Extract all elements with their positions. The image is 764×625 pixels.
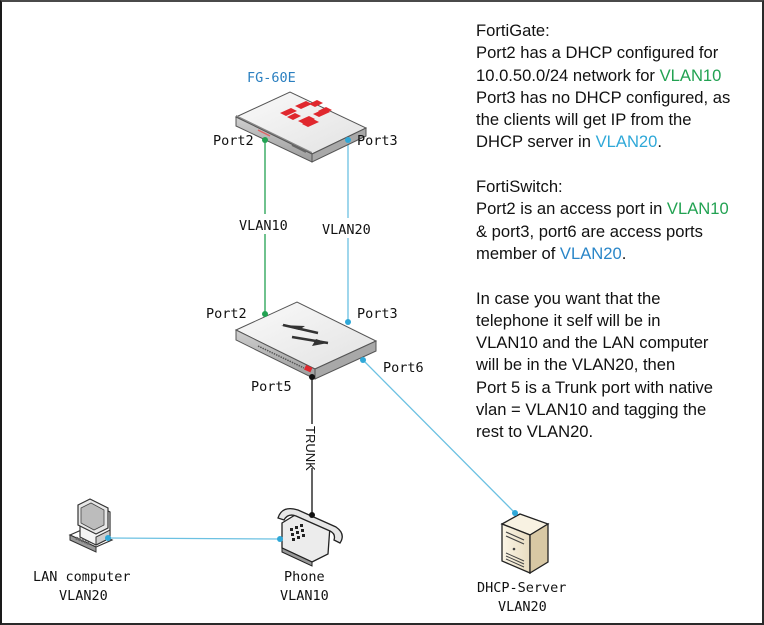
switch-port3-label: Port3: [357, 306, 398, 322]
link-vlan20-switch-dhcp: [362, 359, 516, 514]
phone-name: Phone: [284, 569, 325, 585]
lan-computer-device[interactable]: LAN computer VLAN20: [33, 498, 131, 604]
note-line: telephone it self will be in: [476, 310, 661, 330]
dhcp-server-port-dot[interactable]: [512, 510, 518, 516]
dhcp-server-vlan: VLAN20: [498, 599, 547, 615]
lan-computer-name: LAN computer: [33, 569, 131, 585]
link-vlan10-label: VLAN10: [239, 218, 288, 234]
switch-icon: [234, 301, 378, 380]
note-line: & port3, port6 are access ports: [476, 221, 703, 241]
fortigate-name-label: FG-60E: [247, 70, 296, 86]
configuration-notes: FortiGate: Port2 has a DHCP configured f…: [476, 20, 761, 466]
fortigate-port3-label: Port3: [357, 133, 398, 149]
note-line: Port3 has no DHCP configured, as: [476, 87, 731, 107]
desk-phone-icon: [277, 507, 343, 567]
note-text: member of: [476, 243, 560, 263]
tower-server-icon: [500, 513, 550, 575]
switch-port2-dot[interactable]: [262, 311, 268, 317]
fortigate-notes: FortiGate: Port2 has a DHCP configured f…: [476, 20, 761, 154]
lan-computer-port-dot[interactable]: [105, 535, 111, 541]
note-text: Port2 is an access port in: [476, 199, 667, 219]
switch-port6-label: Port6: [383, 360, 424, 376]
fortigate-port2-label: Port2: [213, 133, 254, 149]
note-line: will be in the VLAN20, then: [476, 355, 676, 375]
switch-port3-dot[interactable]: [345, 319, 351, 325]
note-line: rest to VLAN20.: [476, 422, 594, 442]
phone-trunk-dot[interactable]: [309, 512, 315, 518]
note-line: Port 5 is a Trunk port with native: [476, 377, 714, 397]
note-line: Port2 is an access port in VLAN10: [476, 198, 761, 220]
note-line: VLAN10 and the LAN computer: [476, 333, 709, 353]
note-line: 10.0.50.0/24 network for VLAN10: [476, 65, 761, 87]
vlan20-highlight: VLAN20: [595, 132, 658, 152]
fortigate-port3-dot[interactable]: [345, 137, 351, 143]
firewall-appliance-icon: [234, 91, 368, 163]
lan-computer-vlan: VLAN20: [59, 588, 108, 604]
fortinet-logo-icon: [280, 100, 332, 127]
vlan10-highlight: VLAN10: [659, 65, 722, 85]
dhcp-server-device[interactable]: DHCP-Server VLAN20: [477, 510, 566, 615]
link-trunk-label: TRUNK: [303, 426, 318, 471]
link-vlan20-computer-phone: [107, 537, 281, 540]
link-vlan20-label: VLAN20: [322, 222, 371, 238]
note-line: Port2 has a DHCP configured for: [476, 43, 719, 63]
vlan20-highlight: VLAN20: [559, 243, 622, 263]
desktop-computer-icon: [68, 498, 114, 553]
note-text: 10.0.50.0/24 network for: [476, 65, 660, 85]
vlan10-highlight: VLAN10: [666, 199, 729, 219]
switch-port2-label: Port2: [206, 306, 247, 322]
switch-port5-label: Port5: [251, 379, 292, 395]
note-text: DHCP server in: [476, 132, 596, 152]
fortigate-device[interactable]: FG-60E: [213, 70, 398, 163]
note-line: In case you want that the: [476, 288, 661, 308]
switch-port6-dot[interactable]: [360, 357, 366, 363]
fortiswitch-device[interactable]: Port2 Port3 Port6 Port5: [206, 301, 424, 395]
note-line: the clients will get IP from the: [476, 110, 692, 130]
trunk-notes: In case you want that the telephone it s…: [476, 288, 761, 444]
fortigate-notes-heading: FortiGate:: [476, 21, 550, 40]
phone-pc-port-dot[interactable]: [277, 536, 283, 542]
switch-port5-dot[interactable]: [309, 374, 315, 380]
fortigate-port2-dot[interactable]: [262, 137, 268, 143]
note-line: DHCP server in VLAN20.: [476, 131, 761, 153]
phone-device[interactable]: Phone VLAN10: [277, 507, 343, 604]
fortiswitch-notes: FortiSwitch: Port2 is an access port in …: [476, 176, 761, 265]
note-text: .: [657, 132, 663, 152]
phone-vlan: VLAN10: [280, 588, 329, 604]
fortiswitch-notes-heading: FortiSwitch:: [476, 177, 563, 197]
dhcp-server-name: DHCP-Server: [477, 580, 566, 596]
note-line: vlan = VLAN10 and tagging the: [476, 400, 707, 420]
note-line: member of VLAN20.: [476, 243, 761, 265]
note-text: .: [621, 243, 627, 263]
